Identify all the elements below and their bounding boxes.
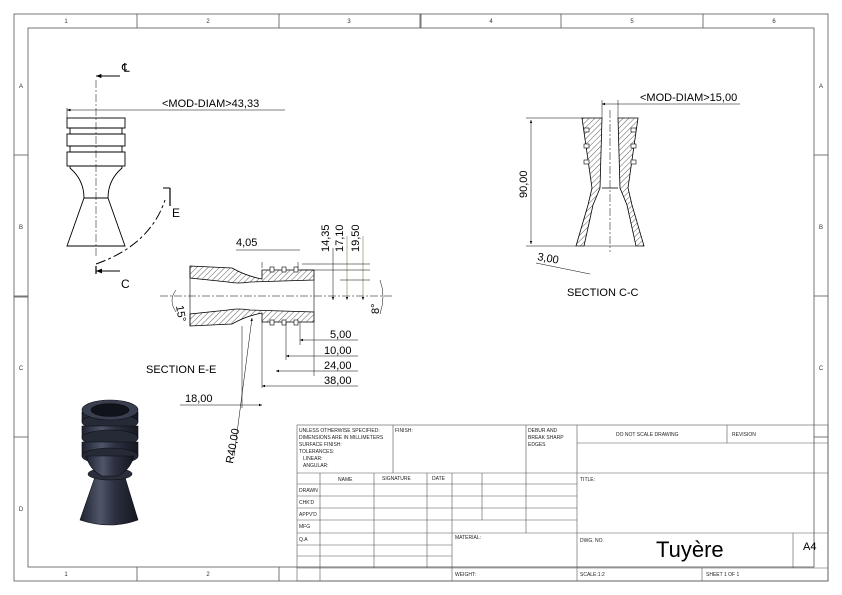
row-label-approved: APPV'D <box>299 512 317 518</box>
front-view <box>66 80 126 258</box>
material-label: MATERIAL: <box>455 535 481 541</box>
weight-label: WEIGHT: <box>455 572 476 578</box>
isometric-view <box>79 399 139 526</box>
row-label-drawn: DRAWN <box>299 488 318 494</box>
dim-14-35: 14,35 <box>320 224 332 252</box>
dim-24-00: 24,00 <box>324 360 352 372</box>
general-note-6: ANGULAR: <box>303 463 329 469</box>
col-header-date: DATE <box>432 476 446 482</box>
section-e-dims <box>171 236 384 457</box>
dim-outer-diam: <MOD-DIAM>43,33 <box>162 98 259 110</box>
zone-col-2-top: 2 <box>206 19 210 25</box>
dim-18-00: 18,00 <box>185 393 213 405</box>
zone-row-b-left: B <box>19 225 23 231</box>
section-c-c-view <box>575 110 645 252</box>
dim-angle-exit: 15° <box>173 304 188 322</box>
section-c-title: SECTION C-C <box>567 287 639 299</box>
dim-throat-diam: <MOD-DIAM>15,00 <box>640 92 737 104</box>
zone-col-6-top: 6 <box>772 19 776 25</box>
zone-col-5-top: 5 <box>630 19 634 25</box>
zone-row-b-right: B <box>819 225 823 231</box>
dwg-no-label: DWG. NO. <box>580 538 604 544</box>
col-header-signature: SIGNATURE <box>382 476 411 482</box>
do-not-scale-note: DO NOT SCALE DRAWING <box>616 432 679 438</box>
row-label-checked: CHK'D <box>299 500 315 506</box>
zone-row-a-left: A <box>19 84 23 90</box>
deburr-note-2: BREAK SHARP <box>528 435 564 441</box>
zone-col-2-bottom: 2 <box>206 572 210 578</box>
general-note-5: LINEAR: <box>303 456 322 462</box>
deburr-note-1: DEBUR AND <box>528 428 558 434</box>
row-label-mfg: MFG <box>299 524 310 530</box>
title-label: TITLE: <box>580 477 595 483</box>
zone-col-1-top: 1 <box>64 19 68 25</box>
row-label-qa: Q.A <box>299 537 308 543</box>
revision-label: REVISION <box>732 432 756 438</box>
title-block-grid <box>296 424 829 582</box>
section-c-dims <box>526 100 740 275</box>
zone-row-d-left: D <box>19 507 24 513</box>
dim-17-10: 17,10 <box>334 224 346 252</box>
section-e-title: SECTION E-E <box>146 364 216 376</box>
part-name: Tuyère <box>656 537 724 562</box>
deburr-note-3: EDGES <box>528 442 546 448</box>
general-note-4: TOLERANCES: <box>299 449 334 455</box>
sheet-size: A4 <box>803 541 816 553</box>
zone-row-c-left: C <box>19 366 24 372</box>
general-note-1: UNLESS OTHERWISE SPECIFIED: <box>299 428 380 434</box>
section-e-cut-label: E <box>172 206 180 220</box>
dim-10-00: 10,00 <box>324 345 352 357</box>
dim-groove-width: 4,05 <box>236 237 257 249</box>
zone-row-c-right: C <box>819 366 824 372</box>
centerline-symbol: ℄ <box>121 61 130 75</box>
front-outer-diam-dim <box>66 108 285 118</box>
dim-38-00: 38,00 <box>324 375 352 387</box>
general-note-3: SURFACE FINISH: <box>299 442 342 448</box>
section-c-cut-label: C <box>121 277 130 291</box>
dim-19-50: 19,50 <box>350 224 362 252</box>
dim-angle-inlet: 8° <box>370 303 382 314</box>
zone-ticks <box>14 14 828 581</box>
section-e-e-view <box>160 265 392 327</box>
col-header-name: NAME <box>338 477 353 483</box>
zone-col-1-bottom: 1 <box>64 572 68 578</box>
finish-label: FINISH: <box>395 428 413 434</box>
dim-height: 90,00 <box>518 170 530 198</box>
zone-col-4-top: 4 <box>489 19 493 25</box>
scale-label: SCALE:1:2 <box>580 572 605 578</box>
zone-col-3-top: 3 <box>347 19 351 25</box>
dim-wall: 3,00 <box>536 251 559 267</box>
dim-radius: R40,00 <box>224 427 242 464</box>
section-e-cut-line <box>95 187 171 274</box>
sheet-label: SHEET 1 OF 1 <box>706 572 739 578</box>
dim-5-00: 5,00 <box>330 329 351 341</box>
general-note-2: DIMENSIONS ARE IN MILLIMETERS <box>299 435 384 441</box>
zone-row-a-right: A <box>819 84 823 90</box>
